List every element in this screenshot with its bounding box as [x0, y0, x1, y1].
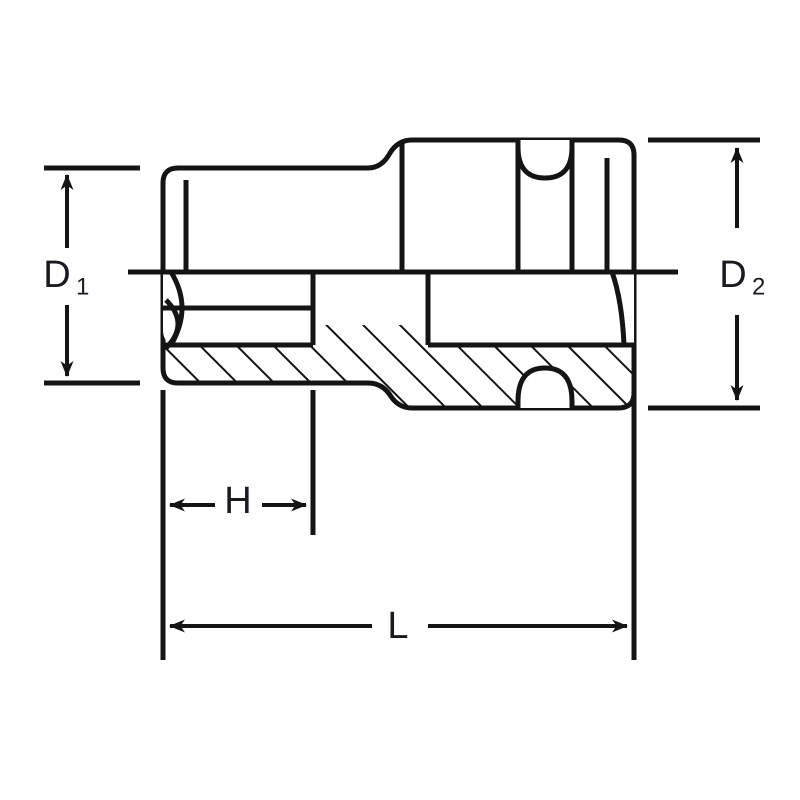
dimension-d1: D 1: [43, 165, 140, 386]
d1-label: D: [43, 254, 70, 296]
d2-label: D: [719, 254, 746, 296]
dimension-l: L: [160, 390, 637, 660]
h-label: H: [224, 480, 251, 522]
square-drive-chamfer-curve: [609, 271, 627, 346]
dimension-d2: D 2: [648, 137, 765, 411]
square-drive-cavity-fill: [428, 272, 634, 345]
d1-subscript: 1: [76, 273, 89, 300]
retaining-groove-bottom: [515, 365, 575, 408]
retaining-groove-top: [515, 140, 575, 181]
d2-subscript: 2: [752, 273, 765, 300]
socket-outer-profile: [160, 137, 637, 411]
l-label: L: [387, 605, 408, 647]
socket-body-group: [160, 137, 637, 411]
